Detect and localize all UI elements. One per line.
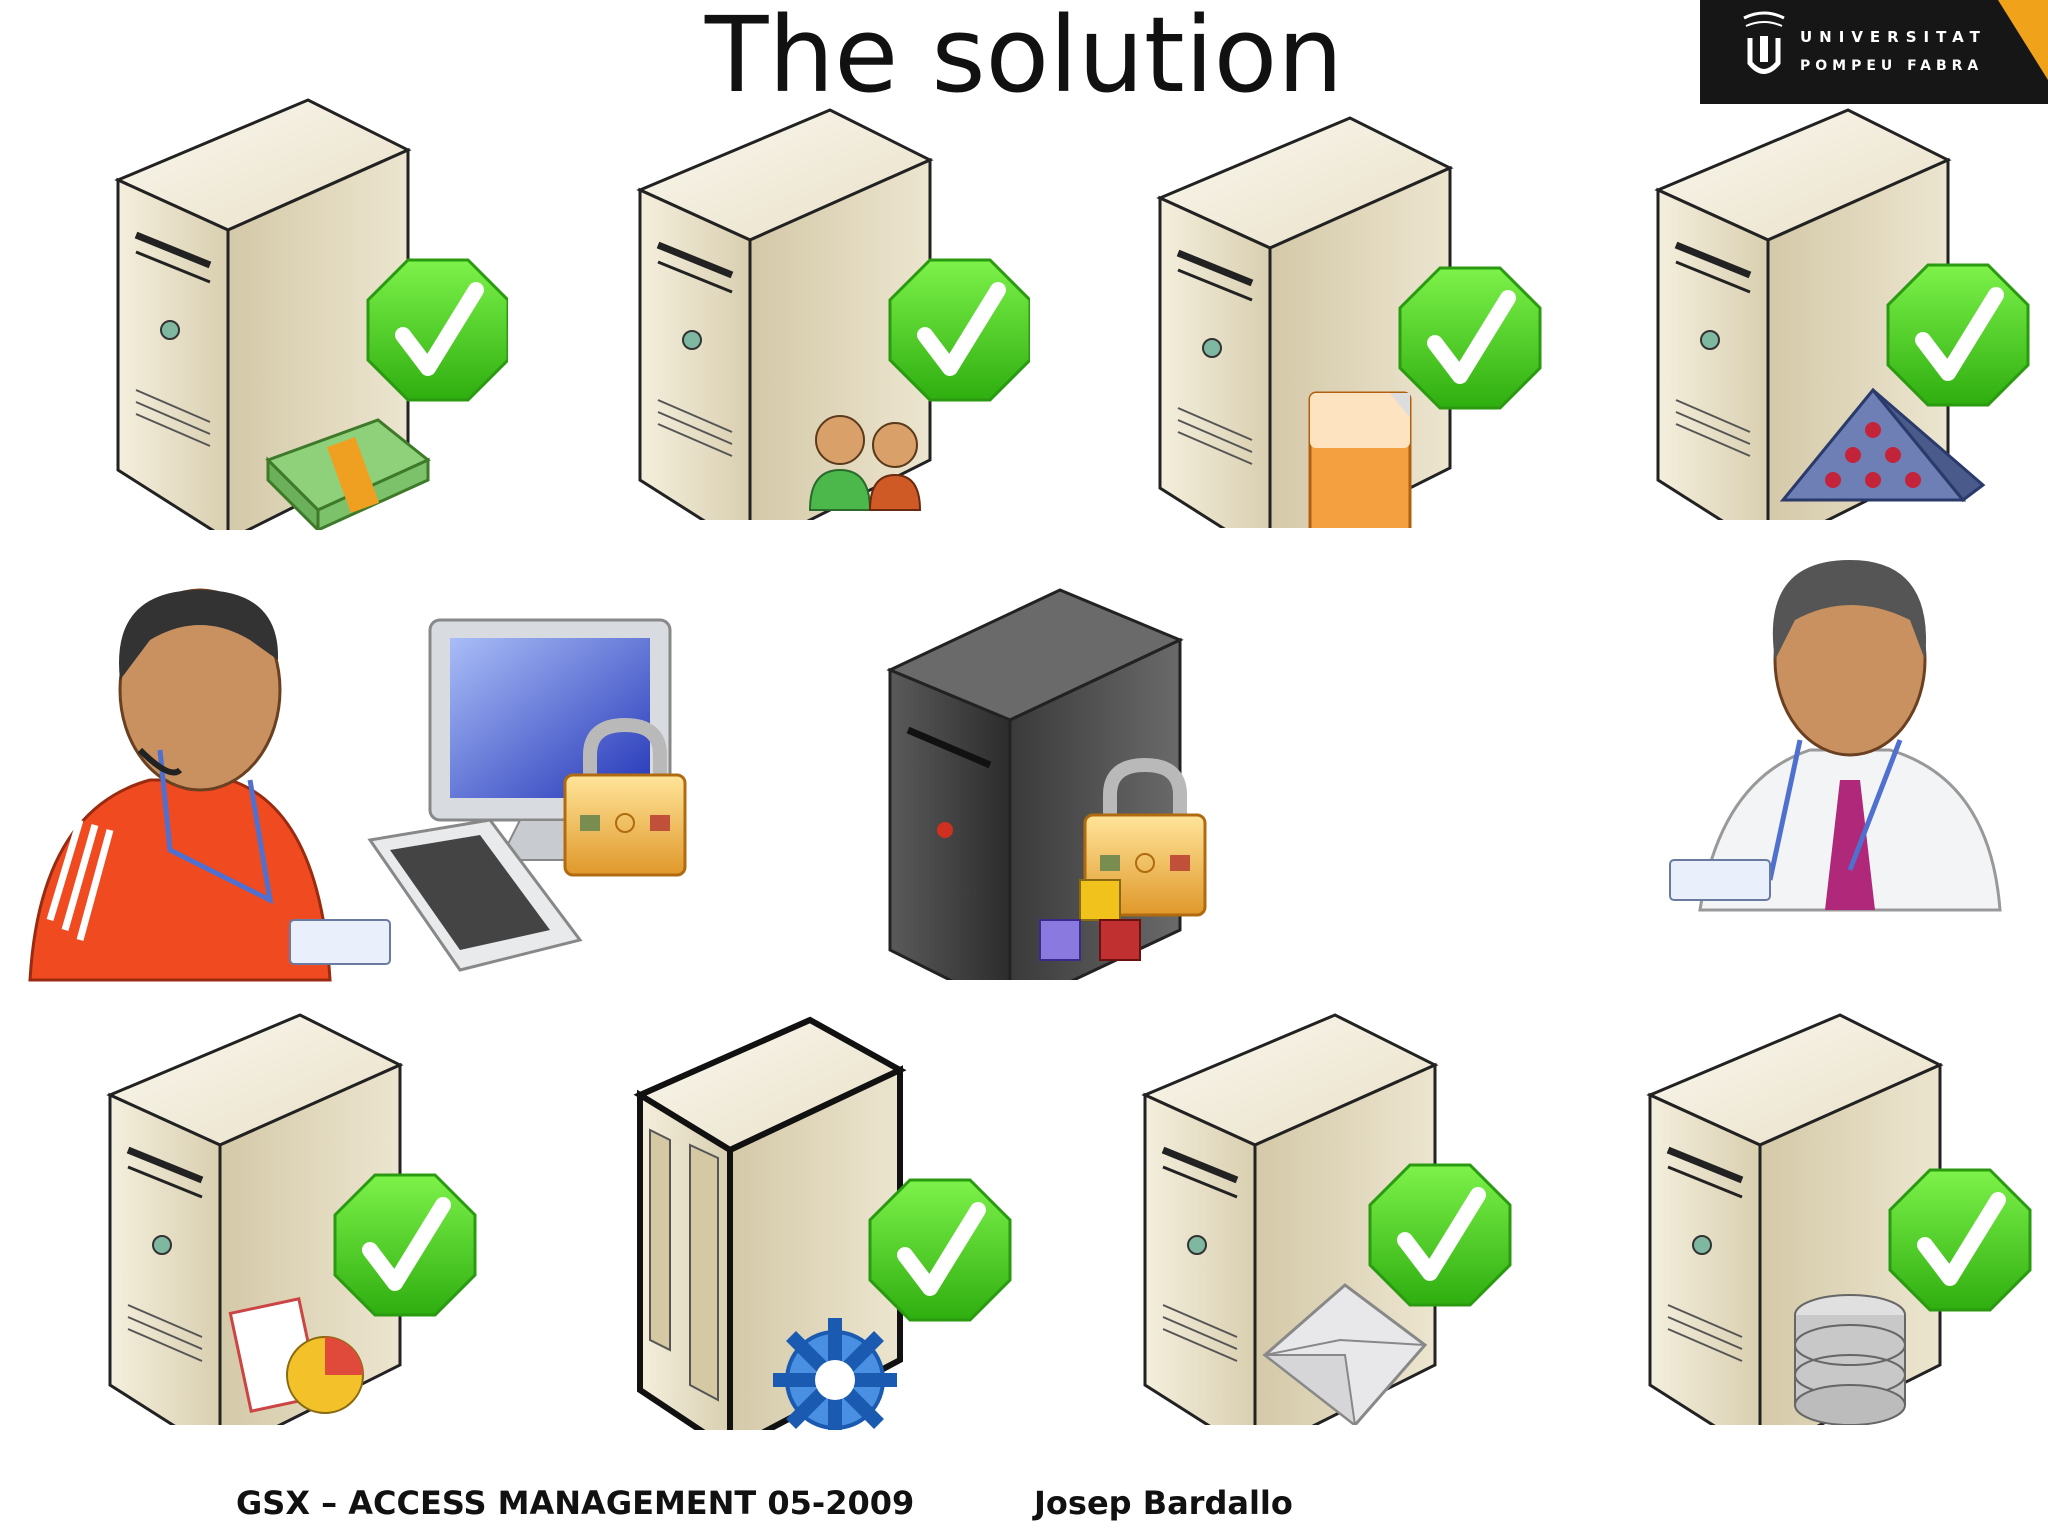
business-user-icon [1660, 550, 2020, 920]
server-pyramid-icon [1648, 100, 2048, 520]
server-users-icon [630, 100, 1030, 520]
server-database-icon [1640, 1005, 2040, 1425]
slide-title: The solution [704, 0, 1344, 116]
upf-emblem-icon [1743, 11, 1785, 74]
university-logo: UNIVERSITAT POMPEU FABRA [1700, 0, 2048, 104]
server-mail-icon [1135, 1005, 1535, 1425]
dark-server-lock-icon [880, 580, 1220, 980]
footer-course: GSX – ACCESS MANAGEMENT 05-2009 [236, 1484, 915, 1522]
server-money-icon [108, 90, 508, 530]
orange-flag-icon [1998, 0, 2048, 80]
computer-lock-icon [350, 610, 730, 990]
server-gear-icon [620, 1010, 1020, 1430]
logo-line-2: POMPEU FABRA [1800, 58, 1984, 74]
footer-author: Josep Bardallo [1034, 1484, 1293, 1522]
logo-line-1: UNIVERSITAT [1800, 28, 1987, 46]
server-document-icon [1150, 108, 1550, 528]
server-chart-icon [100, 1005, 500, 1425]
helpdesk-user-icon [20, 580, 400, 990]
